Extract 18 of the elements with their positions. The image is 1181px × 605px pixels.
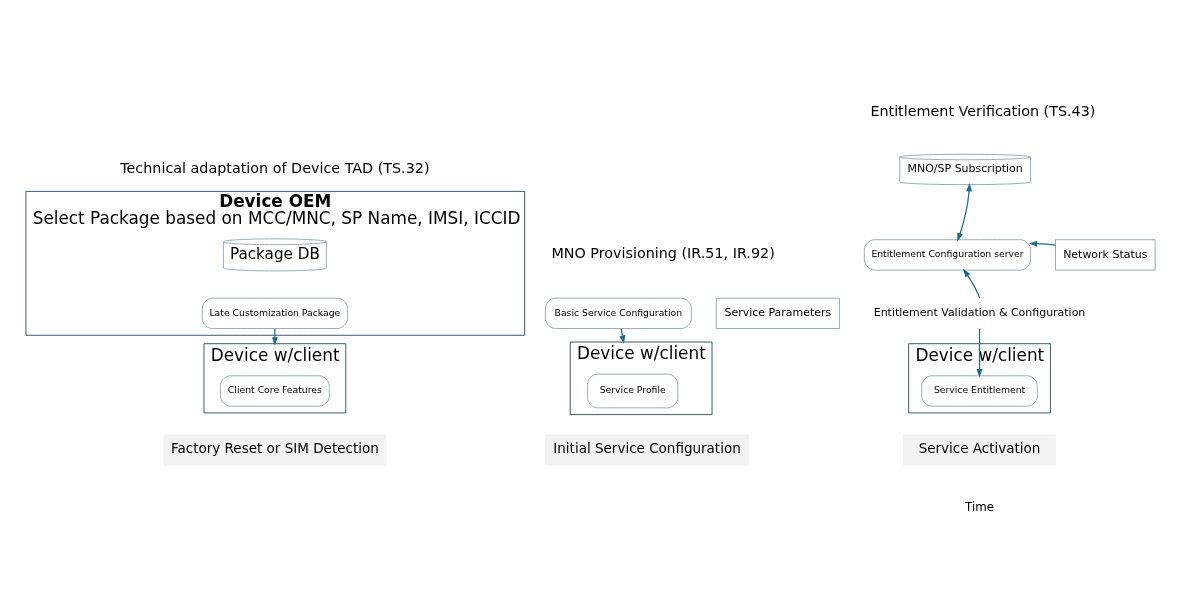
arrow <box>976 327 983 377</box>
label: Entitlement Verification (TS.43) <box>870 102 1096 119</box>
label: MNO Provisioning (IR.51, IR.92) <box>551 244 775 261</box>
node-box: Network Status <box>1055 238 1156 270</box>
arrow <box>957 182 973 241</box>
node-box: Late Customization Package <box>201 297 348 329</box>
node-box: Entitlement Configuration server <box>863 238 1031 270</box>
node-box: Basic Service Configuration <box>544 297 692 329</box>
label: Time <box>965 499 994 514</box>
label: Technical adaptation of Device TAD (TS.32) <box>120 159 430 176</box>
node-box: Client Core Features <box>220 374 330 407</box>
arrow <box>963 268 981 299</box>
node-text: Entitlement Validation & Configuration <box>873 305 1086 319</box>
arrow <box>1028 240 1057 247</box>
arrow <box>271 327 278 346</box>
node-box: Service Entitlement <box>921 374 1038 407</box>
node-box: Service Parameters <box>715 297 840 329</box>
node-box: Service Profile <box>587 373 679 408</box>
